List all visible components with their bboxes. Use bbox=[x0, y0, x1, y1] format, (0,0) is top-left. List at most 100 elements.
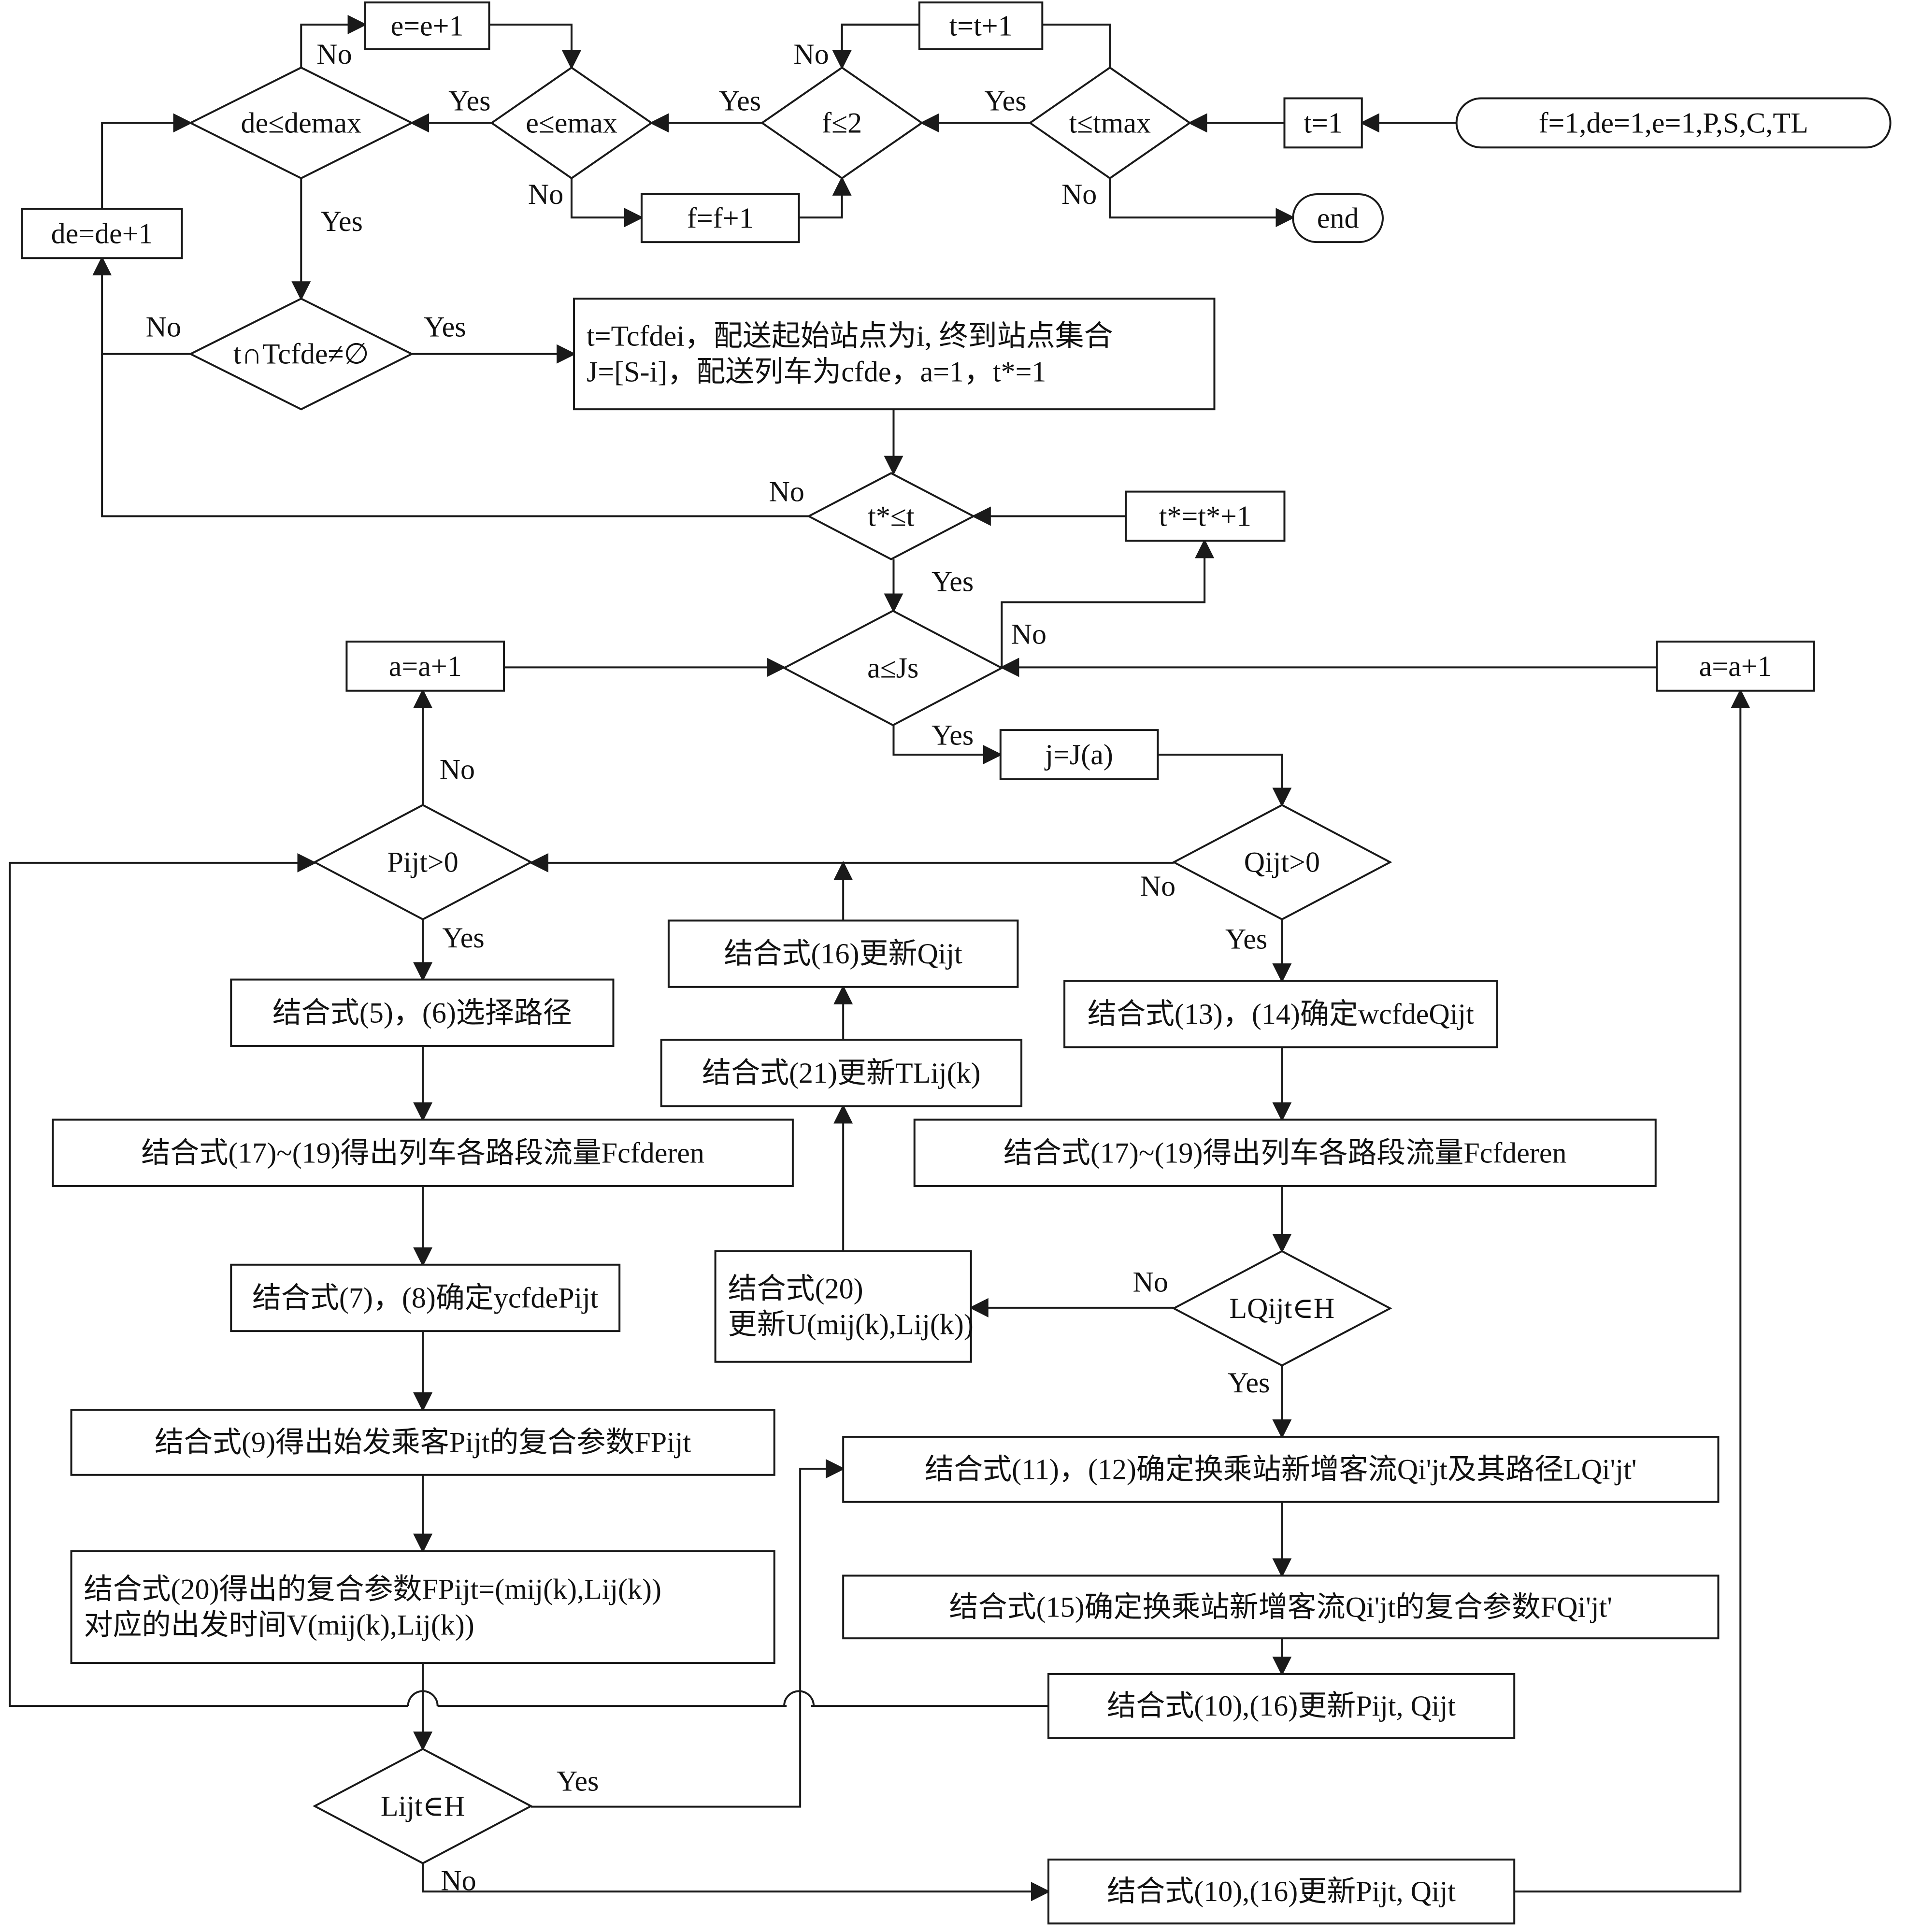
node-FP20: 结合式(20)得出的复合参数FPijt=(mij(k),Lij(k))对应的出发… bbox=[70, 1550, 775, 1664]
process-box bbox=[999, 729, 1159, 780]
process-box bbox=[1656, 640, 1815, 692]
process-box bbox=[70, 1408, 775, 1476]
process-box bbox=[345, 640, 505, 692]
edge-label-yes-de: Yes bbox=[321, 205, 363, 237]
node-label: J=[S-i]，配送列车为cfde，a=1，t*=1 bbox=[587, 356, 1046, 388]
node-label: 结合式(17)~(19)得出列车各路段流量Fcfderen bbox=[141, 1137, 704, 1169]
node-label: t*=t*+1 bbox=[1159, 500, 1251, 532]
edge-label-no-LQ: No bbox=[1133, 1266, 1168, 1298]
edge-label-no-cap: No bbox=[146, 311, 181, 343]
node-label: 结合式(11)，(12)确定换乘站新增客流Qi'jt及其路径LQi'jt' bbox=[925, 1453, 1636, 1485]
node-P-gt0: Pijt>0 bbox=[312, 804, 533, 921]
line-crossing-hop bbox=[783, 1690, 815, 1706]
connector-arrow bbox=[841, 23, 919, 68]
edge-label-no-Q: No bbox=[1140, 870, 1175, 902]
node-label: 结合式(16)更新Qijt bbox=[724, 938, 963, 970]
decision-diamond bbox=[1172, 804, 1392, 921]
node-label: a=a+1 bbox=[1699, 650, 1772, 682]
connector-arrow bbox=[1158, 754, 1292, 807]
node-label: 结合式(15)确定换乘站新增客流Qi'jt的复合参数FQi'jt' bbox=[949, 1591, 1612, 1623]
node-label: Qijt>0 bbox=[1244, 846, 1320, 878]
node-t-inc: t=t+1 bbox=[918, 1, 1044, 50]
terminal-shape bbox=[1292, 193, 1384, 243]
node-label: 结合式(17)~(19)得出列车各路段流量Fcfderen bbox=[1003, 1137, 1567, 1169]
connector-arrow bbox=[1042, 23, 1111, 68]
flowchart-nodes: f=1,de=1,e=1,P,S,C,TLt=1t≤tmaxt=t+1endf≤… bbox=[21, 1, 1892, 1925]
decision-diamond bbox=[782, 610, 1004, 727]
process-box bbox=[842, 1435, 1720, 1503]
process-box bbox=[230, 978, 615, 1047]
node-label: end bbox=[1317, 202, 1359, 234]
process-box bbox=[70, 1550, 775, 1664]
node-setup: t=Tcfdei，配送起始站点为i, 终到站点集合 J=[S-i]，配送列车为cf… bbox=[573, 298, 1216, 411]
process-box bbox=[1047, 1673, 1516, 1739]
node-e-inc: e=e+1 bbox=[364, 1, 490, 50]
node-label: e≤emax bbox=[526, 107, 617, 139]
node-label: t=Tcfdei，配送起始站点为i, 终到站点集合 bbox=[587, 320, 1113, 352]
node-label: Pijt>0 bbox=[387, 846, 459, 878]
process-box bbox=[21, 208, 183, 259]
node-LQ-in-H: LQijt∈H bbox=[1172, 1250, 1392, 1367]
node-a-inc-right: a=a+1 bbox=[1656, 640, 1815, 692]
process-box bbox=[842, 1574, 1720, 1640]
node-label: LQijt∈H bbox=[1230, 1292, 1335, 1324]
edge-label-yes-L: Yes bbox=[557, 1765, 599, 1797]
connector-arrow bbox=[489, 23, 581, 70]
node-label: de≤demax bbox=[241, 107, 362, 139]
node-label: a=a+1 bbox=[389, 650, 462, 682]
node-label: 结合式(5)，(6)选择路径 bbox=[272, 997, 572, 1029]
node-j-eq: j=J(a) bbox=[999, 729, 1159, 780]
node-label: t∩Tcfde≠∅ bbox=[233, 338, 369, 370]
process-box bbox=[1063, 980, 1498, 1048]
process-box bbox=[918, 1, 1044, 50]
node-label: 更新U(mij(k),Lij(k)) bbox=[728, 1308, 974, 1340]
node-label: 结合式(13)，(14)确定wcfdeQijt bbox=[1088, 998, 1474, 1030]
node-label: 结合式(10),(16)更新Pijt, Qijt bbox=[1107, 1690, 1456, 1722]
line-crossing-hop bbox=[407, 1690, 439, 1706]
node-L-in-H: Lijt∈H bbox=[312, 1747, 533, 1864]
node-upd-U20: 结合式(20) 更新U(mij(k),Lij(k)) bbox=[714, 1250, 974, 1363]
decision-diamond bbox=[188, 66, 414, 180]
connector-arrow bbox=[422, 1863, 1051, 1902]
decision-diamond bbox=[490, 66, 653, 180]
node-label: 结合式(20) bbox=[728, 1273, 863, 1304]
connector-arrow bbox=[101, 354, 809, 517]
edge-label-yes-f: Yes bbox=[719, 85, 761, 117]
node-label: t*≤t bbox=[868, 500, 915, 532]
node-de-inc: de=de+1 bbox=[21, 208, 183, 259]
edge-label-no-e: No bbox=[528, 178, 563, 210]
node-flow-left: 结合式(17)~(19)得出列车各路段流量Fcfderen bbox=[52, 1118, 794, 1187]
connector-arrow bbox=[892, 725, 1003, 765]
decision-diamond bbox=[312, 1747, 533, 1864]
node-label: e=e+1 bbox=[391, 10, 464, 42]
edge-label-no-de: No bbox=[316, 38, 352, 70]
process-box bbox=[573, 298, 1216, 411]
node-end: end bbox=[1292, 193, 1384, 243]
edge-label-yes-cap: Yes bbox=[424, 311, 466, 343]
edge-label-yes-P: Yes bbox=[442, 922, 484, 954]
edge-label-yes-e: Yes bbox=[448, 85, 490, 117]
node-label: 对应的出发时间V(mij(k),Lij(k)) bbox=[84, 1609, 474, 1641]
node-t-init: t=1 bbox=[1283, 97, 1363, 149]
connector-arrow bbox=[1514, 688, 1750, 1893]
node-t-le-tmax: t≤tmax bbox=[1028, 66, 1192, 180]
connector-arrow bbox=[832, 23, 919, 70]
process-box bbox=[1125, 490, 1286, 542]
process-box bbox=[640, 193, 800, 243]
decision-diamond bbox=[806, 472, 976, 560]
node-label: Lijt∈H bbox=[381, 1790, 465, 1822]
node-upd-PQ-a: 结合式(10),(16)更新Pijt, Qijt bbox=[1047, 1673, 1516, 1739]
connector-arrow bbox=[300, 14, 367, 68]
node-label: t=1 bbox=[1304, 107, 1343, 139]
edge-label-no-tstar: No bbox=[769, 476, 804, 508]
node-FQ15: 结合式(15)确定换乘站新增客流Qi'jt的复合参数FQi'jt' bbox=[842, 1574, 1720, 1640]
edge-label-yes-Q: Yes bbox=[1225, 923, 1267, 955]
node-label: de=de+1 bbox=[51, 217, 153, 249]
process-box bbox=[52, 1118, 794, 1187]
node-de-le-demax: de≤demax bbox=[188, 66, 414, 180]
node-t-cap-T: t∩Tcfde≠∅ bbox=[188, 297, 414, 411]
node-label: t=t+1 bbox=[949, 10, 1013, 42]
node-f-le-2: f≤2 bbox=[760, 66, 924, 180]
